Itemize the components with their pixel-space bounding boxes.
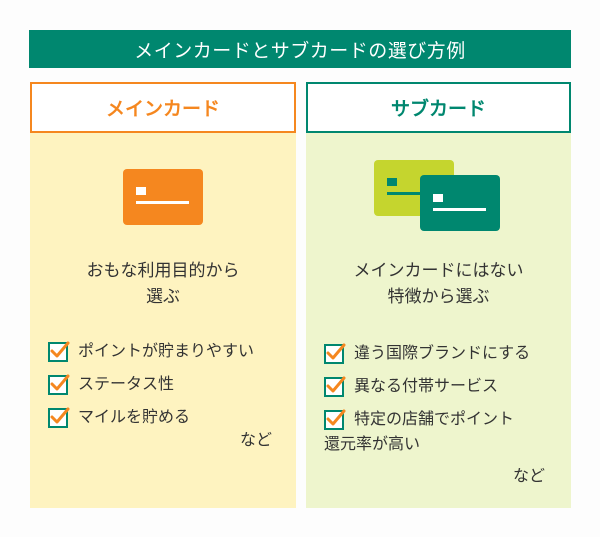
checkbox-checked-icon (48, 341, 70, 362)
main-description-line1: おもな利用目的から (86, 261, 240, 281)
main-etc-label: など (240, 430, 273, 449)
list-item-label-line1: 特定の店舗でポイント (354, 409, 515, 428)
list-item: マイルを貯める (48, 404, 254, 429)
checkbox-checked-icon (48, 407, 70, 428)
main-feature-list: ポイントが貯まりやすい ステータス性 マイルを貯める (48, 338, 254, 437)
sub-card-column: サブカード メインカードにはない 特徴から選ぶ 違う国際ブランドにする 異なる付… (306, 82, 571, 508)
list-item-label: ポイントが貯まりやすい (78, 341, 255, 360)
two-credit-cards-icon (374, 160, 500, 231)
main-description: おもな利用目的から 選ぶ (30, 258, 296, 310)
list-item-label: マイルを貯める (78, 407, 191, 426)
sub-description: メインカードにはない 特徴から選ぶ (306, 258, 571, 310)
main-card-column: メインカード おもな利用目的から 選ぶ ポイントが貯まりやすい ステータス性 (30, 82, 296, 508)
main-description-line2: 選ぶ (146, 287, 180, 307)
list-item: 特定の店舗でポイント 還元率が高い (324, 406, 530, 456)
list-item-label-line2: 還元率が高い (324, 434, 421, 453)
list-item-label: 違う国際ブランドにする (354, 343, 531, 362)
sub-feature-list: 違う国際ブランドにする 異なる付帯サービス 特定の店舗でポイント 還元率が高い (324, 340, 530, 464)
diagram-title: メインカードとサブカードの選び方例 (29, 30, 571, 68)
sub-etc-label: など (513, 466, 546, 485)
main-card-header: メインカード (30, 82, 296, 133)
list-item: 異なる付帯サービス (324, 373, 530, 398)
checkbox-checked-icon (48, 374, 70, 395)
sub-card-header: サブカード (306, 82, 571, 133)
sub-description-line1: メインカードにはない (353, 261, 524, 281)
checkbox-checked-icon (324, 376, 346, 397)
list-item: ステータス性 (48, 371, 254, 396)
list-item: 違う国際ブランドにする (324, 340, 530, 365)
list-item-label: ステータス性 (78, 374, 175, 393)
list-item-label: 異なる付帯サービス (354, 376, 499, 395)
list-item: ポイントが貯まりやすい (48, 338, 254, 363)
checkbox-checked-icon (324, 409, 346, 430)
sub-description-line2: 特徴から選ぶ (387, 287, 490, 307)
checkbox-checked-icon (324, 343, 346, 364)
credit-card-icon (123, 169, 203, 225)
